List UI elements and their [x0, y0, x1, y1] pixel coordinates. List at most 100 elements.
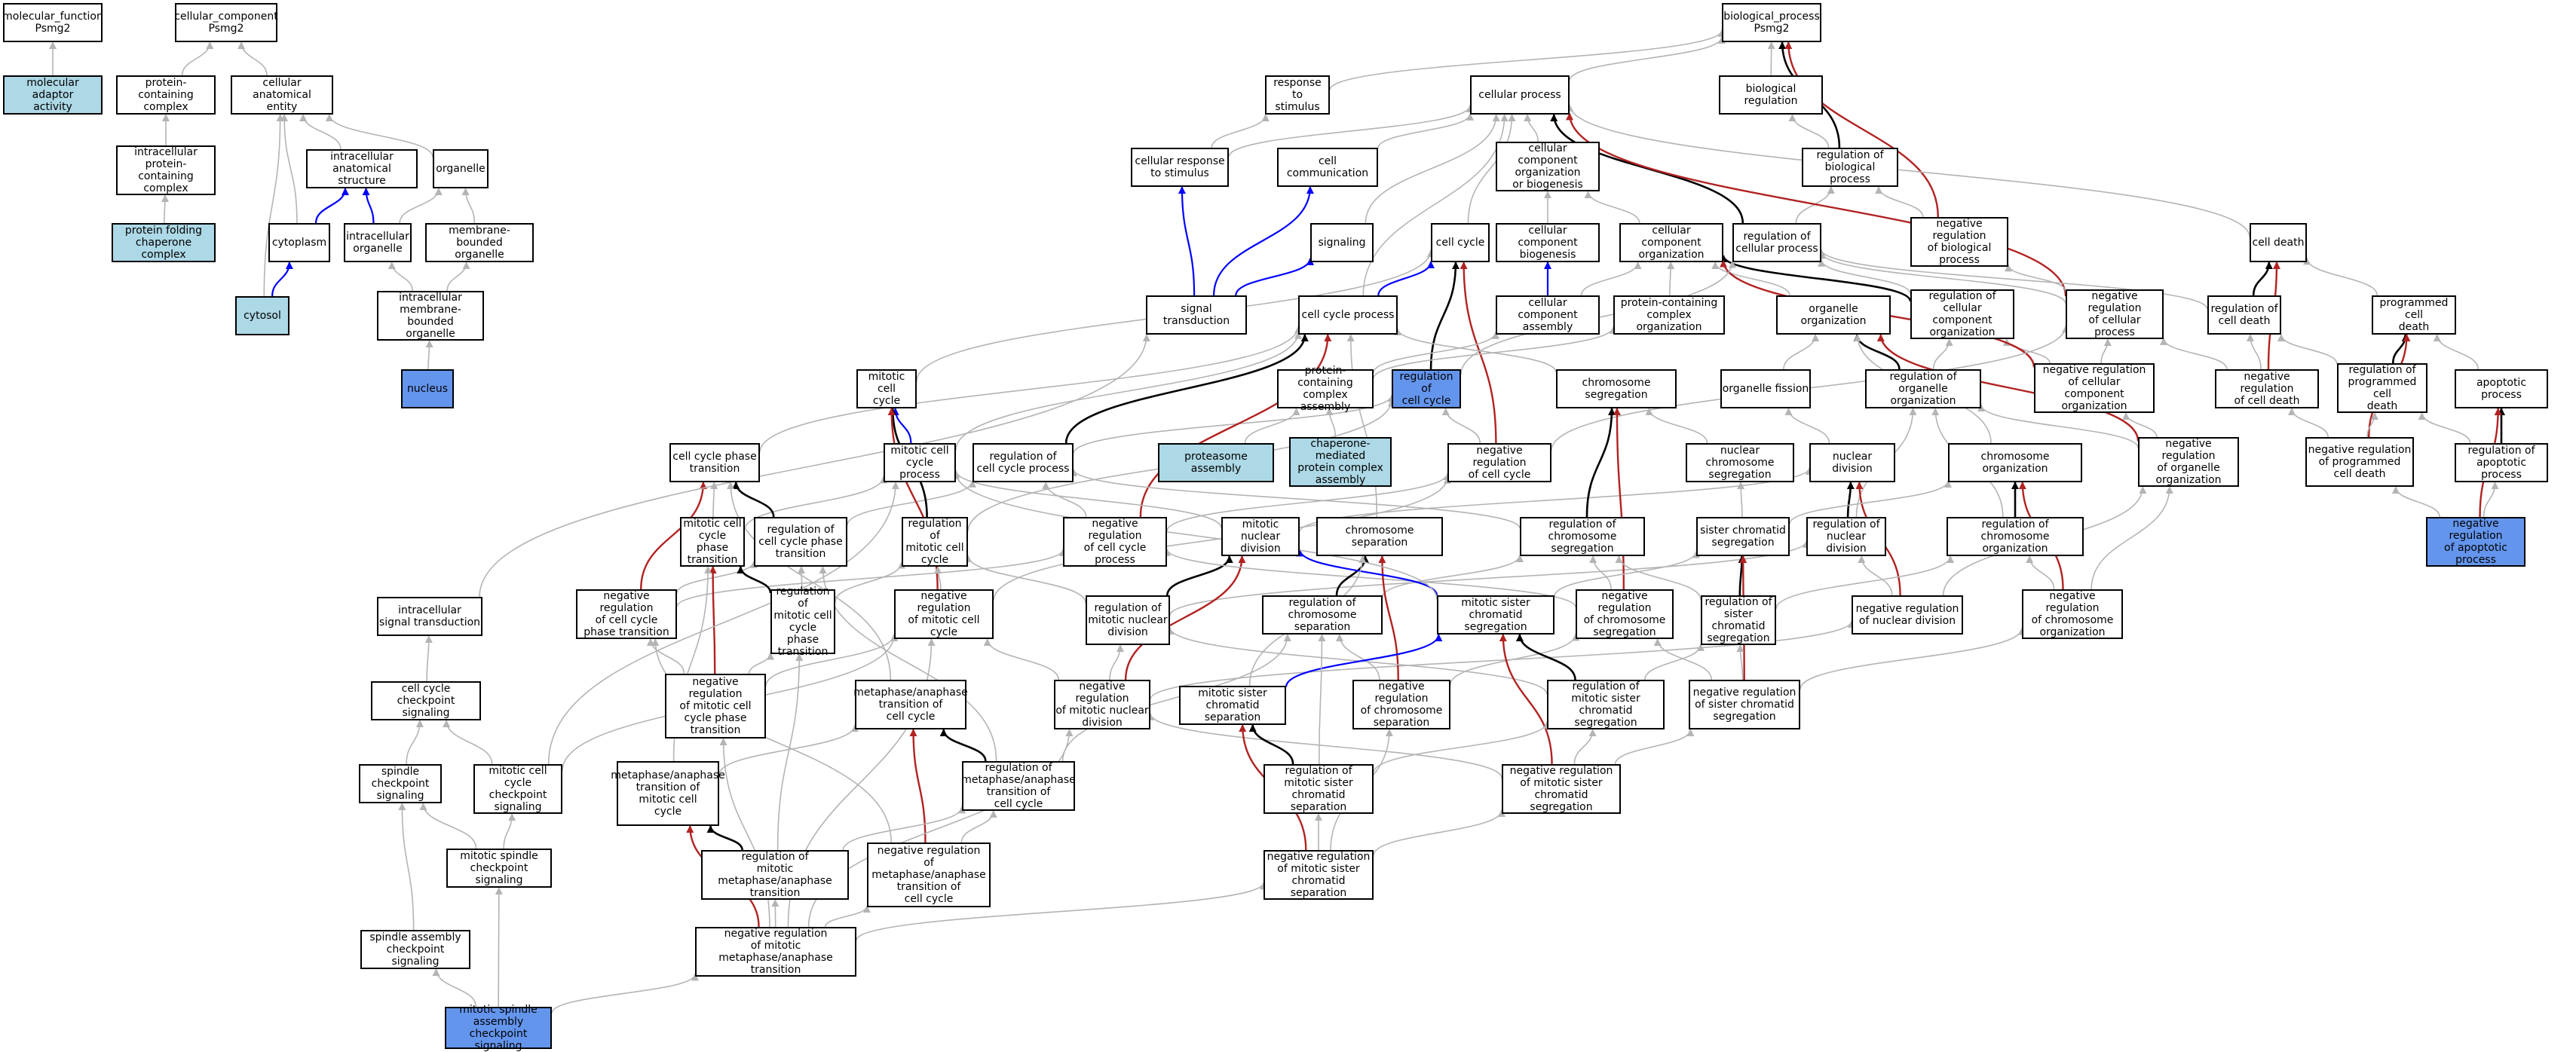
term-mitotic-cell-cycle[interactable]: mitotic cell cycle: [856, 369, 917, 408]
term-chromosome-separation[interactable]: chromosome separation: [1316, 517, 1443, 556]
term-proteasome-assembly[interactable]: proteasome assembly: [1158, 443, 1274, 482]
term-neg-reg-mitotic-sister-chromatid-sep[interactable]: negative regulation of mitotic sister ch…: [1263, 850, 1374, 900]
term-intracellular-pcc[interactable]: intracellular protein-containing complex: [116, 145, 216, 195]
term-pcc-assembly[interactable]: protein-containing complex assembly: [1277, 369, 1374, 408]
term-apoptotic-process[interactable]: apoptotic process: [2455, 369, 2548, 408]
term-neg-reg-sister-chromatid-seg[interactable]: negative regulation of sister chromatid …: [1689, 680, 1800, 729]
term-sister-chromatid-seg[interactable]: sister chromatid segregation: [1696, 517, 1790, 556]
term-cellular-process[interactable]: cellular process: [1470, 75, 1570, 115]
term-reg-mitotic-cell-cycle[interactable]: regulation of mitotic cell cycle: [902, 517, 968, 567]
term-nucleus[interactable]: nucleus: [401, 369, 454, 408]
term-reg-pcd[interactable]: regulation of programmed cell death: [2337, 363, 2427, 413]
term-mol-adaptor[interactable]: molecular adaptor activity: [3, 75, 103, 115]
term-reg-mitotic-nuclear-division[interactable]: regulation of mitotic nuclear division: [1086, 595, 1170, 645]
term-neg-reg-cell-death[interactable]: negative regulation of cell death: [2215, 369, 2319, 408]
term-neg-reg-apoptotic[interactable]: negative regulation of apoptotic process: [2426, 517, 2525, 567]
term-mitotic-spindle-assembly-checkpoint[interactable]: mitotic spindle assembly checkpoint sign…: [445, 1007, 552, 1049]
term-intracellular-mbo[interactable]: intracellular membrane-bounded organelle: [377, 291, 484, 341]
term-nuclear-division[interactable]: nuclear division: [1809, 443, 1895, 482]
term-neg-reg-chromosome-org[interactable]: negative regulation of chromosome organi…: [2022, 589, 2123, 639]
term-cc-organization[interactable]: cellular component organization: [1619, 223, 1723, 262]
term-reg-cc-phase-transition[interactable]: regulation of cell cycle phase transitio…: [754, 517, 847, 567]
term-neg-reg-pcd[interactable]: negative regulation of programmed cell d…: [2305, 437, 2414, 487]
term-neg-reg-organelle-org[interactable]: negative regulation of organelle organiz…: [2138, 437, 2239, 487]
term-organelle[interactable]: organelle: [433, 149, 489, 188]
term-reg-cell-cycle-process[interactable]: regulation of cell cycle process: [973, 443, 1074, 482]
term-intracellular-signal-transduction[interactable]: intracellular signal transduction: [377, 597, 482, 636]
term-neg-reg-mitotic-cc-phase-transition[interactable]: negative regulation of mitotic cell cycl…: [665, 674, 766, 739]
term-organelle-fission[interactable]: organelle fission: [1720, 369, 1811, 408]
term-neg-reg-chromosome-seg[interactable]: negative regulation of chromosome segreg…: [1576, 589, 1674, 639]
term-cell-cycle-checkpoint[interactable]: cell cycle checkpoint signaling: [371, 681, 481, 720]
term-mitotic-sister-chromatid-seg[interactable]: mitotic sister chromatid segregation: [1437, 595, 1554, 635]
term-intracellular-anat[interactable]: intracellular anatomical structure: [306, 149, 418, 188]
term-reg-nuclear-division[interactable]: regulation of nuclear division: [1806, 517, 1886, 556]
term-metaphase-anaphase-cc[interactable]: metaphase/anaphase transition of cell cy…: [855, 680, 966, 729]
term-neg-reg-bio-process[interactable]: negative regulation of biological proces…: [1910, 217, 2008, 267]
term-protein-containing-complex[interactable]: protein-containing complex: [116, 75, 216, 115]
term-cell-cycle-phase-transition[interactable]: cell cycle phase transition: [669, 443, 760, 482]
term-neg-reg-mitotic-metaphase-anaphase[interactable]: negative regulation of mitotic metaphase…: [695, 927, 856, 977]
term-reg-metaphase-anaphase-cc[interactable]: regulation of metaphase/anaphase transit…: [962, 761, 1075, 811]
term-cc-root[interactable]: cellular_component Psmg2: [175, 3, 277, 42]
term-cellular-anatomical-entity[interactable]: cellular anatomical entity: [231, 75, 333, 115]
term-cell-death[interactable]: cell death: [2250, 223, 2307, 262]
term-cell-communication[interactable]: cell communication: [1277, 148, 1378, 187]
term-reg-cell-cycle[interactable]: regulation of cell cycle: [1392, 369, 1461, 408]
term-reg-sister-chromatid-seg[interactable]: regulation of sister chromatid segregati…: [1701, 595, 1776, 645]
term-reg-mitotic-sister-chromatid-sep[interactable]: regulation of mitotic sister chromatid s…: [1263, 764, 1374, 814]
term-nuclear-chromosome-seg[interactable]: nuclear chromosome segregation: [1686, 443, 1794, 482]
term-neg-reg-cc-org[interactable]: negative regulation of cellular componen…: [2034, 363, 2155, 413]
term-cc-biogenesis[interactable]: cellular component biogenesis: [1496, 223, 1600, 262]
term-chromosome-segregation[interactable]: chromosome segregation: [1556, 369, 1677, 408]
term-reg-mitotic-sister-chromatid-seg[interactable]: regulation of mitotic sister chromatid s…: [1547, 680, 1665, 729]
term-intracellular-organelle[interactable]: intracellular organelle: [344, 223, 412, 262]
term-spindle-checkpoint[interactable]: spindle checkpoint signaling: [359, 764, 442, 803]
term-neg-reg-cell-cycle-process[interactable]: negative regulation of cell cycle proces…: [1063, 517, 1167, 567]
term-mitotic-sister-chromatid-sep[interactable]: mitotic sister chromatid separation: [1179, 686, 1286, 725]
term-cellular-response-stimulus[interactable]: cellular response to stimulus: [1131, 148, 1229, 187]
term-spindle-assembly-checkpoint[interactable]: spindle assembly checkpoint signaling: [360, 930, 470, 969]
term-neg-reg-mitotic-nuclear-division[interactable]: negative regulation of mitotic nuclear d…: [1054, 680, 1150, 729]
term-neg-reg-cc-phase-transition[interactable]: negative regulation of cell cycle phase …: [576, 589, 677, 639]
term-membrane-bounded[interactable]: membrane-bounded organelle: [425, 223, 534, 262]
term-signaling[interactable]: signaling: [1310, 223, 1374, 262]
term-neg-reg-cell-cycle[interactable]: negative regulation of cell cycle: [1447, 443, 1551, 482]
term-cell-cycle[interactable]: cell cycle: [1431, 223, 1490, 262]
term-reg-mitotic-cc-phase-transition[interactable]: regulation of mitotic cell cycle phase t…: [770, 589, 835, 654]
term-programmed-cell-death[interactable]: programmed cell death: [2372, 295, 2456, 335]
term-reg-cc-organization[interactable]: regulation of cellular component organiz…: [1910, 289, 2014, 339]
term-reg-chromosome-separation[interactable]: regulation of chromosome separation: [1262, 595, 1383, 635]
term-mitotic-cell-cycle-process[interactable]: mitotic cell cycle process: [884, 443, 956, 482]
term-neg-reg-mitotic-cell-cycle[interactable]: negative regulation of mitotic cell cycl…: [894, 589, 994, 639]
term-pcc-organization[interactable]: protein-containing complex organization: [1613, 295, 1725, 335]
term-cc-assembly[interactable]: cellular component assembly: [1496, 295, 1600, 335]
term-mitotic-spindle-checkpoint[interactable]: mitotic spindle checkpoint signaling: [446, 849, 552, 888]
term-reg-chromosome-segregation[interactable]: regulation of chromosome segregation: [1520, 517, 1645, 556]
term-neg-reg-chromosome-separation[interactable]: negative regulation of chromosome separa…: [1352, 680, 1450, 729]
term-bp-root[interactable]: biological_process Psmg2: [1722, 3, 1821, 42]
term-reg-cell-death[interactable]: regulation of cell death: [2207, 295, 2281, 335]
term-neg-reg-nuclear-division[interactable]: negative regulation of nuclear division: [1852, 595, 1963, 635]
term-cell-cycle-process[interactable]: cell cycle process: [1298, 295, 1398, 335]
term-reg-mitotic-metaphase-anaphase[interactable]: regulation of mitotic metaphase/anaphase…: [701, 850, 849, 900]
term-neg-reg-metaphase-anaphase-cc[interactable]: negative regulation of metaphase/anaphas…: [867, 843, 991, 907]
term-cytoplasm[interactable]: cytoplasm: [268, 223, 330, 262]
term-metaphase-anaphase-mitotic[interactable]: metaphase/anaphase transition of mitotic…: [617, 761, 719, 826]
term-neg-reg-cellular-process[interactable]: negative regulation of cellular process: [2066, 289, 2164, 339]
term-chromosome-organization[interactable]: chromosome organization: [1948, 443, 2082, 482]
term-cytosol[interactable]: cytosol: [235, 296, 289, 335]
term-reg-apoptotic[interactable]: regulation of apoptotic process: [2455, 443, 2548, 482]
term-chaperone-mediated[interactable]: chaperone-mediated protein complex assem…: [1289, 437, 1392, 487]
term-neg-reg-mitotic-sister-chromatid-seg[interactable]: negative regulation of mitotic sister ch…: [1502, 764, 1621, 814]
term-biological-regulation[interactable]: biological regulation: [1719, 75, 1823, 115]
term-reg-organelle-org[interactable]: regulation of organelle organization: [1865, 369, 1981, 408]
term-reg-bio-process[interactable]: regulation of biological process: [1802, 148, 1898, 187]
term-mitotic-cc-phase-transition[interactable]: mitotic cell cycle phase transition: [680, 517, 745, 567]
term-mitotic-nuclear-division[interactable]: mitotic nuclear division: [1221, 517, 1300, 556]
term-mitotic-cc-checkpoint[interactable]: mitotic cell cycle checkpoint signaling: [473, 764, 562, 814]
term-mf-root[interactable]: molecular_function Psmg2: [3, 3, 103, 42]
term-protein-folding-chap[interactable]: protein folding chaperone complex: [112, 223, 216, 262]
term-reg-cellular-process[interactable]: regulation of cellular process: [1732, 223, 1821, 262]
term-ccob[interactable]: cellular component organization or bioge…: [1496, 142, 1600, 191]
